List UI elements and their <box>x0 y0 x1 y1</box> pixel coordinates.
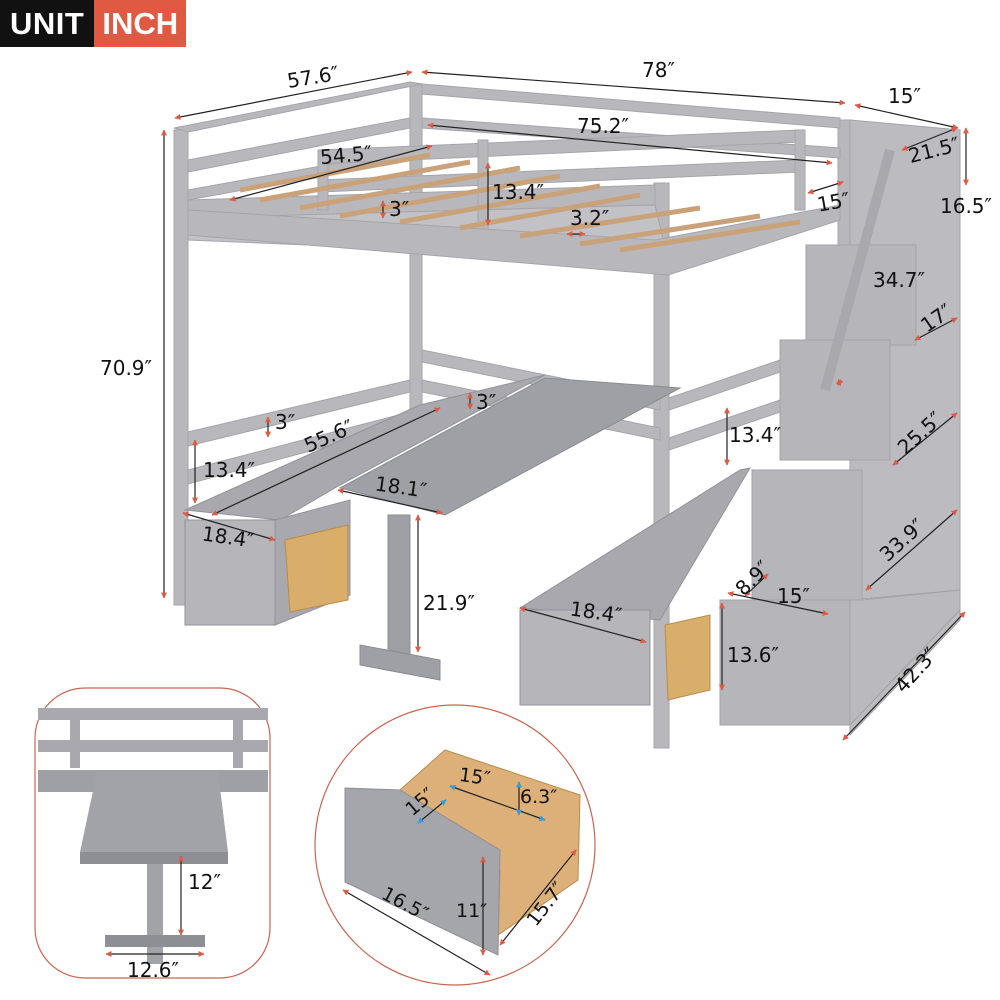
dim-overall-height: 70.9″ <box>100 356 153 380</box>
desk-detail-view <box>34 687 271 979</box>
dim-stair-handrail-height: 16.5″ <box>940 194 993 218</box>
dim-overall-length: 78″ <box>642 58 675 82</box>
dim-bench-width-left: 18.4″ <box>200 521 256 553</box>
drawer-detail-view <box>314 704 596 986</box>
dim-drawer-inner-height: 6.3″ <box>520 786 558 808</box>
dim-bench-back-height: 13.4″ <box>203 458 256 482</box>
dim-inner-length: 75.2″ <box>577 114 630 138</box>
dim-lower-rail-gap: 3″ <box>275 410 296 434</box>
unit-label: UNIT <box>0 0 95 47</box>
dim-stair-opening: 15″ <box>815 187 852 217</box>
right-bench-drawer <box>664 614 711 701</box>
dim-right-rail-height: 13.4″ <box>729 423 782 447</box>
dim-desk-foot-width: 12.6″ <box>127 958 180 982</box>
inch-label: INCH <box>94 0 187 47</box>
dim-desk-height: 21.9″ <box>423 591 476 615</box>
dimension-lines <box>161 69 969 741</box>
dim-drawer-inner-width: 15″ <box>457 763 492 791</box>
left-bench-drawer <box>284 524 349 613</box>
dim-desk-width: 18.1″ <box>373 471 429 503</box>
dim-desk-leg-height: 12″ <box>188 870 221 894</box>
dim-drawer-front-height: 11″ <box>456 900 488 922</box>
dim-stair-depth-top: 15″ <box>888 84 921 108</box>
dim-desk-rail-gap: 3″ <box>476 390 497 414</box>
dim-bottom-step-height: 13.6″ <box>727 643 780 667</box>
dim-bench-width-right: 18.4″ <box>568 596 624 628</box>
dim-guardrail-height: 13.4″ <box>492 180 545 204</box>
dim-inner-width: 54.5″ <box>319 140 373 170</box>
dim-rail-top-gap: 3″ <box>389 197 410 221</box>
unit-badge: UNIT INCH <box>0 0 187 47</box>
dim-slat-gap: 3.2″ <box>570 206 610 230</box>
dim-bottom-step-width: 15″ <box>777 584 810 608</box>
stair-handrail <box>820 148 895 392</box>
dim-step-height-upper: 34.7″ <box>873 268 926 292</box>
right-bench <box>518 467 752 706</box>
